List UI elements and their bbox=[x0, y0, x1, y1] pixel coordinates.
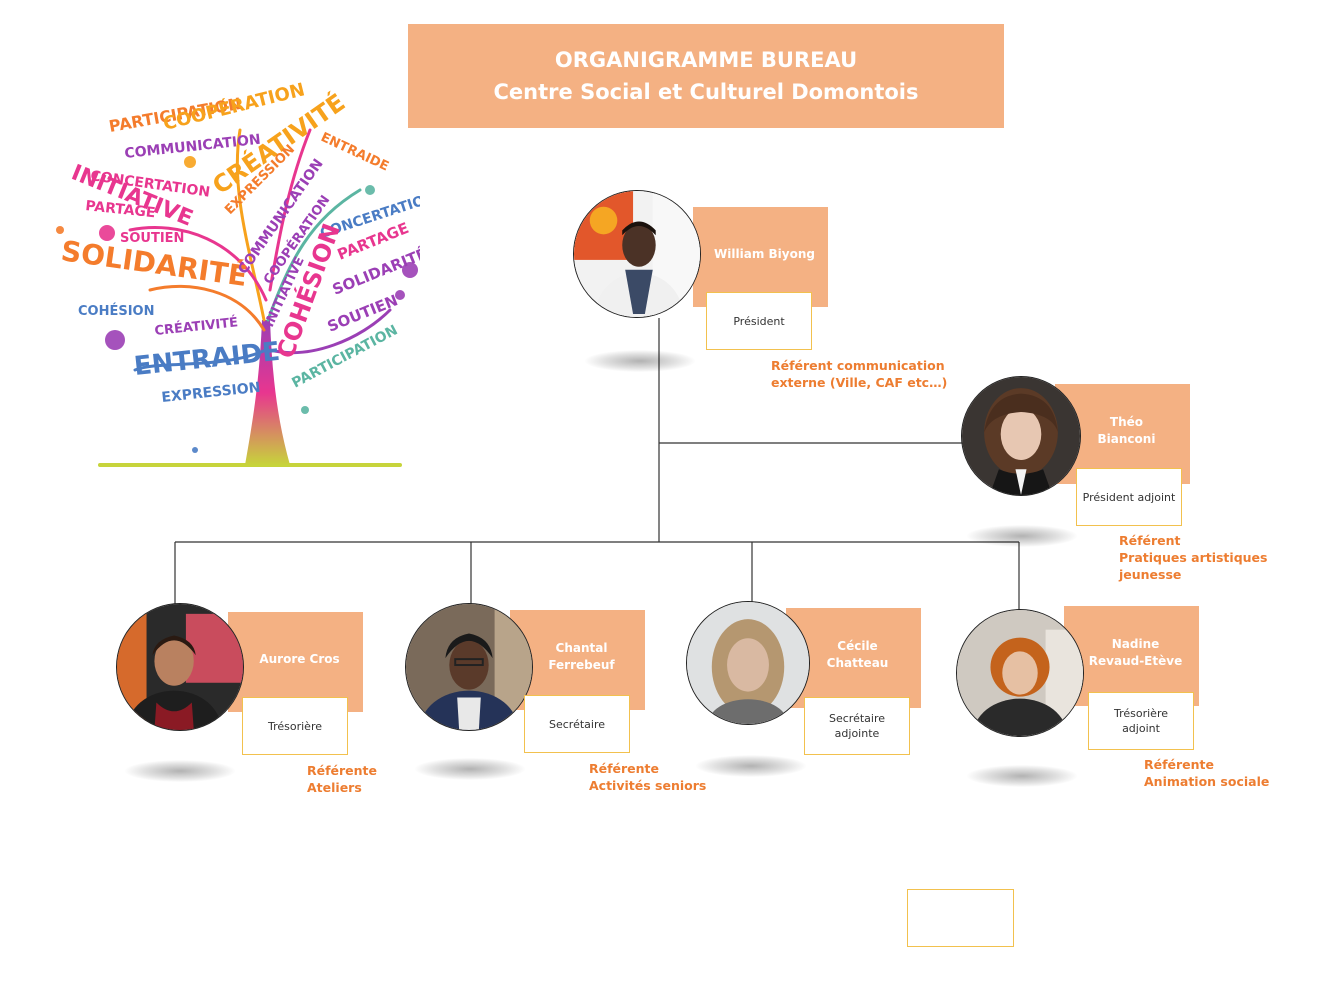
role-box-nadine: Trésorière adjoint bbox=[1088, 692, 1194, 750]
chart-title: ORGANIGRAMME BUREAU bbox=[554, 48, 858, 72]
avatar-nadine bbox=[956, 609, 1084, 737]
shadow-nadine bbox=[967, 765, 1077, 787]
shadow-theo bbox=[967, 525, 1077, 547]
member-role-cecile: Secrétaire adjointe bbox=[828, 712, 885, 740]
tree-dots bbox=[56, 156, 418, 453]
name-box-william: William Biyong bbox=[693, 207, 828, 307]
name-box-theo: Théo Bianconi bbox=[1055, 384, 1190, 484]
avatar-theo bbox=[961, 376, 1081, 496]
shadow-aurore bbox=[125, 760, 235, 782]
member-ref-nadine: Référente Animation sociale bbox=[1144, 757, 1270, 789]
member-name-william: William Biyong bbox=[714, 246, 815, 261]
avatar-cecile bbox=[686, 601, 810, 725]
member-role-william: Président bbox=[733, 314, 785, 328]
tree-word-cohesion-left: COHÉSION bbox=[78, 303, 154, 319]
member-role-aurore: Trésorière bbox=[267, 719, 322, 733]
shadow-william bbox=[585, 350, 695, 372]
member-role-chantal: Secrétaire bbox=[548, 717, 605, 731]
chart-title-box: ORGANIGRAMME BUREAU Centre Social et Cul… bbox=[408, 24, 1004, 128]
shadow-cecile bbox=[696, 755, 806, 777]
empty-box bbox=[907, 889, 1014, 947]
member-name-theo: Théo Bianconi bbox=[1097, 415, 1156, 446]
shadow-chantal bbox=[415, 758, 525, 780]
role-box-chantal: Secrétaire bbox=[524, 695, 630, 753]
role-box-cecile: Secrétaire adjointe bbox=[804, 697, 910, 755]
tree-word-soutien-left: SOUTIEN bbox=[120, 231, 184, 246]
member-name-nadine: Nadine Revaud-Etève bbox=[1088, 637, 1183, 668]
name-box-nadine: Nadine Revaud-Etève bbox=[1064, 606, 1199, 706]
avatar-chantal bbox=[405, 603, 533, 731]
role-box-william: Président bbox=[706, 292, 812, 350]
member-ref-aurore: Référente Ateliers bbox=[307, 763, 378, 795]
tree-logo: PARTICIPATION COOPÉRATION COMMUNICATION … bbox=[56, 78, 420, 467]
member-ref-william: Référent communication externe (Ville, C… bbox=[771, 358, 948, 390]
tree-word-partage-left: PARTAGE bbox=[85, 198, 157, 221]
member-name-cecile: Cécile Chatteau bbox=[826, 639, 889, 670]
role-box-theo: Président adjoint bbox=[1076, 468, 1182, 526]
role-box-aurore: Trésorière bbox=[242, 697, 348, 755]
chart-subtitle: Centre Social et Culturel Domontois bbox=[493, 80, 919, 104]
member-name-chantal: Chantal Ferrebeuf bbox=[548, 641, 615, 672]
name-box-aurore: Aurore Cros bbox=[228, 612, 363, 712]
member-role-theo: Président adjoint bbox=[1082, 490, 1176, 504]
member-role-nadine: Trésorière adjoint bbox=[1113, 707, 1168, 735]
member-name-aurore: Aurore Cros bbox=[259, 651, 340, 666]
avatar-william bbox=[573, 190, 701, 318]
avatar-aurore bbox=[116, 603, 244, 731]
member-ref-theo: Référent Pratiques artistiques jeunesse bbox=[1119, 533, 1268, 582]
member-ref-chantal: Référente Activités seniors bbox=[589, 761, 707, 793]
